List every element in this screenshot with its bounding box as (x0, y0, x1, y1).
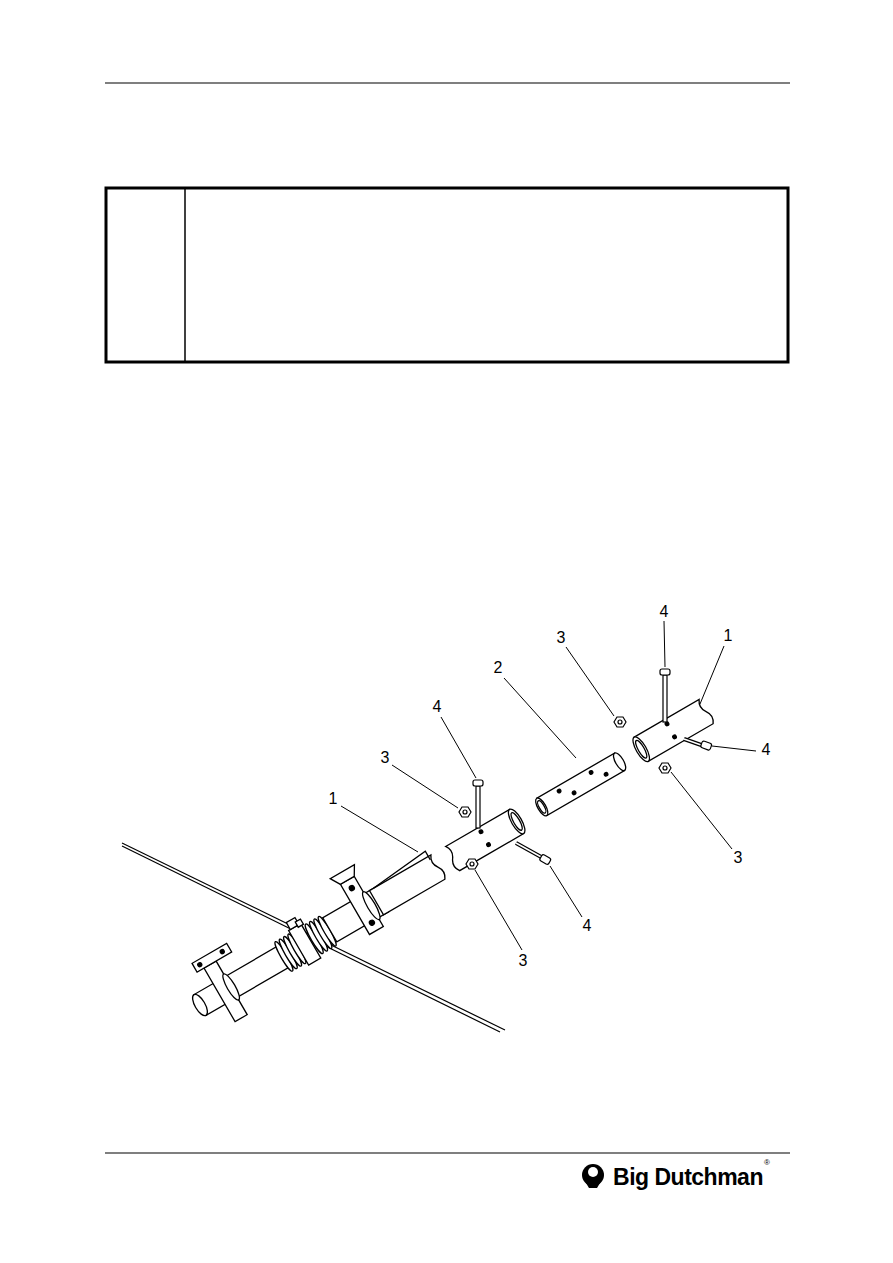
leader-lines (341, 621, 756, 950)
callout-number: 4 (583, 918, 592, 934)
callout-number: 3 (734, 850, 743, 866)
callout-number: 3 (557, 630, 566, 646)
callout-number: 2 (494, 660, 503, 676)
callout-number: 1 (329, 791, 338, 807)
callout-number: 4 (762, 742, 771, 758)
callout-number: 4 (433, 699, 442, 715)
logo-emblem (582, 1164, 604, 1188)
callout-number: 3 (381, 750, 390, 766)
screws (473, 669, 712, 865)
nuts (459, 717, 671, 869)
callout-number: 4 (660, 604, 669, 620)
callout-number: 1 (724, 628, 733, 644)
registered-mark: ® (764, 1159, 770, 1167)
callout-number: 3 (519, 953, 528, 969)
cable (122, 843, 505, 1032)
brand-logo: Big Dutchman (613, 1166, 763, 1189)
page-frame (105, 83, 790, 1153)
tube-assembly (174, 672, 725, 1035)
